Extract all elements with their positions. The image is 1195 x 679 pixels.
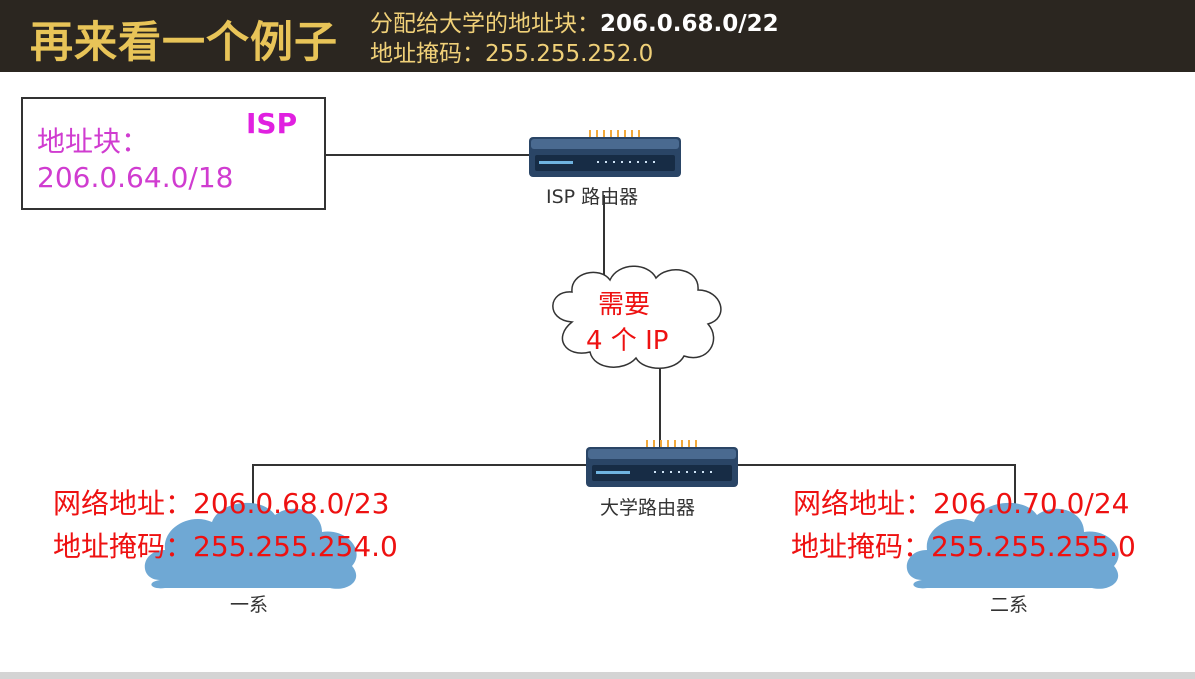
footer-bar <box>0 672 1195 679</box>
dept1-network-label: 网络地址： <box>53 487 194 520</box>
allocated-mask-label: 地址掩码： <box>370 41 485 67</box>
dept1-network-value: 206.0.68.0/23 <box>193 487 390 520</box>
link-uni-router-to-dept2 <box>738 464 1016 505</box>
allocated-mask-line: 地址掩码：255.255.252.0 <box>370 34 653 68</box>
dept2-name: 二系 <box>990 594 1029 616</box>
isp-block-value: 206.0.64.0/18 <box>37 161 234 194</box>
dept1-address-mask: 地址掩码：255.255.254.0 <box>53 525 398 565</box>
dept1-network-address: 网络地址：206.0.68.0/23 <box>53 482 389 522</box>
isp-router-icon <box>529 130 681 177</box>
slide-title: 再来看一个例子 <box>30 18 338 68</box>
allocated-block-label: 分配给大学的地址块： <box>370 11 600 37</box>
allocated-block-value: 206.0.68.0/22 <box>600 11 779 37</box>
isp-address-block-box: ISP 地址块： 206.0.64.0/18 <box>21 97 326 210</box>
university-router-icon <box>586 440 738 487</box>
need-ip-cloud-icon <box>552 265 722 369</box>
header-bar: 再来看一个例子 分配给大学的地址块：206.0.68.0/22 地址掩码：255… <box>0 0 1195 72</box>
dept2-mask-label: 地址掩码： <box>791 530 932 563</box>
allocated-mask-value: 255.255.252.0 <box>485 41 654 67</box>
dept1-mask-label: 地址掩码： <box>53 530 194 563</box>
isp-block-label: 地址块： <box>37 125 150 158</box>
dept2-network-address: 网络地址：206.0.70.0/24 <box>793 482 1129 522</box>
dept2-cloud-icon <box>906 502 1119 589</box>
isp-router-caption: ISP 路由器 <box>546 186 639 208</box>
allocated-block-line: 分配给大学的地址块：206.0.68.0/22 <box>370 4 779 38</box>
university-router-caption: 大学路由器 <box>600 497 696 519</box>
dept2-mask-value: 255.255.255.0 <box>931 530 1136 563</box>
dept1-mask-value: 255.255.254.0 <box>193 530 398 563</box>
need-ip-line1: 需要 <box>598 290 651 320</box>
dept2-address-mask: 地址掩码：255.255.255.0 <box>791 525 1136 565</box>
need-ip-line2: 4 个 IP <box>586 326 669 356</box>
dept1-name: 一系 <box>230 594 269 616</box>
dept2-network-label: 网络地址： <box>793 487 934 520</box>
link-uni-router-to-dept1 <box>252 464 586 505</box>
dept2-network-value: 206.0.70.0/24 <box>933 487 1130 520</box>
dept1-cloud-icon <box>144 502 357 589</box>
isp-badge: ISP <box>246 107 298 140</box>
